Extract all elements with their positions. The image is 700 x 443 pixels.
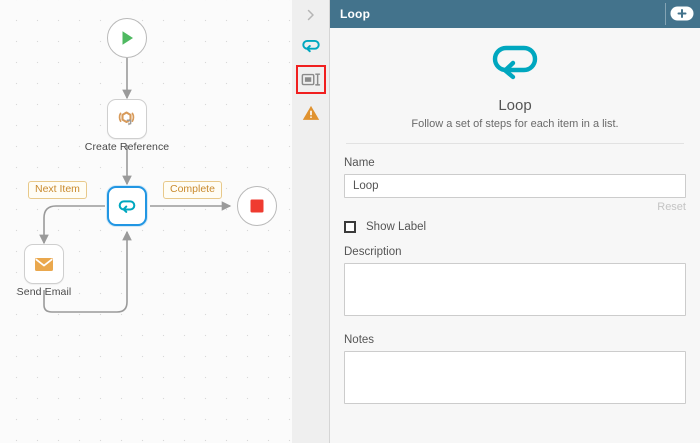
chevron-right-icon [307,9,314,21]
label-icon [301,72,320,86]
rail-item-label[interactable] [295,65,326,94]
connector-layer [39,58,232,313]
edge-badge-complete[interactable]: Complete [163,181,222,199]
show-label-text: Show Label [366,221,427,233]
name-input[interactable] [344,174,686,198]
loop-icon [492,45,538,80]
panel-title: Loop [340,7,371,21]
notes-label: Notes [344,334,375,346]
stop-node[interactable] [237,186,277,226]
envelope-icon [35,258,53,271]
send-email-node[interactable]: Send Email [17,244,71,298]
start-node[interactable] [107,18,147,58]
description-label: Description [344,246,402,258]
loop-icon [302,39,320,53]
rail-item-loop[interactable] [292,30,330,62]
loop-node-shape[interactable] [107,186,147,226]
create-reference-node-shape[interactable] [107,99,147,139]
collapse-panel-button[interactable] [292,0,330,30]
panel-header: Loop [330,0,700,28]
hero-subtitle: Follow a set of steps for each item in a… [411,118,619,130]
edge-loop-to-email [39,205,105,245]
create-reference-icon [118,111,135,126]
panel-body: Loop Follow a set of steps for each item… [330,28,700,443]
header-divider [665,3,666,25]
hero-title: Loop [498,97,532,114]
create-reference-node[interactable]: Create Reference [85,99,169,153]
panel-hero: Loop Follow a set of steps for each item… [344,28,686,130]
warning-icon [302,105,320,120]
reset-link[interactable]: Reset [657,201,686,213]
hero-divider [346,143,684,144]
workflow-canvas[interactable]: Create Reference Send Email [0,0,292,443]
description-textarea[interactable] [344,263,686,316]
edge-badge-next-item[interactable]: Next Item [28,181,87,199]
notes-textarea[interactable] [344,351,686,404]
loop-node[interactable] [107,186,147,226]
show-label-row[interactable]: Show Label [344,221,686,233]
rail-item-warning[interactable] [292,97,330,129]
show-label-checkbox[interactable] [344,221,356,233]
panel-icon-rail [292,0,330,443]
name-label: Name [344,157,375,169]
create-reference-node-label: Create Reference [84,141,170,153]
edge-email-to-loop [43,230,132,313]
start-node-shape[interactable] [107,18,147,58]
play-icon [122,31,133,45]
loop-icon [118,200,136,213]
add-pill-icon [670,6,694,21]
stop-node-shape[interactable] [237,186,277,226]
stop-icon [250,199,264,213]
properties-panel: Loop Loop Follow a set of steps for each… [330,0,700,443]
send-email-node-shape[interactable] [24,244,64,284]
add-button[interactable] [670,6,694,21]
send-email-node-label: Send Email [16,286,72,298]
